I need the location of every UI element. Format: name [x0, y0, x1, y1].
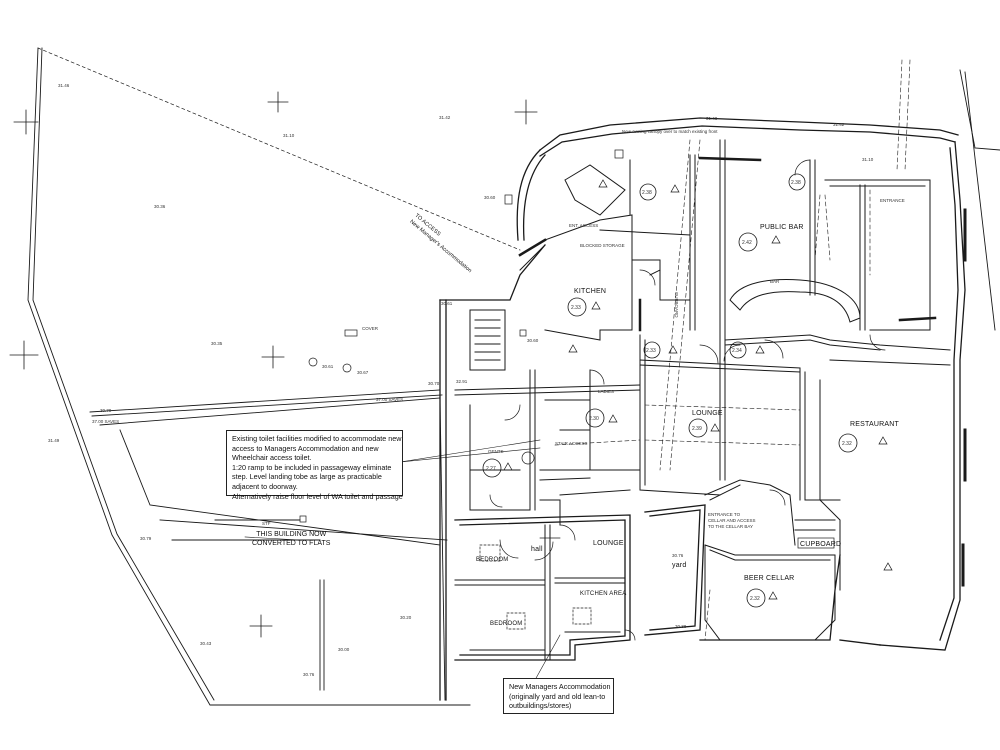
room-label-beer-cellar: BEER CELLAR — [744, 575, 795, 582]
room-label-kitchen: KITCHEN — [574, 288, 607, 295]
room-label-blocked-storage: BLOCKED STORAGE — [580, 243, 625, 248]
note-line: Alternatively raise floor level of WA to… — [232, 491, 403, 501]
note-line: New Managers Accommodation — [509, 682, 611, 691]
room-label-kitchen-area: KITCHEN AREA — [580, 591, 627, 597]
cover-label: COVER — [362, 326, 379, 331]
note-line: adjacent to doorway. — [232, 481, 298, 491]
room-number: 2.30 — [589, 416, 599, 422]
stf-label: STF — [262, 521, 271, 526]
room-label-public-bar: PUBLIC BAR — [760, 224, 804, 231]
level: 31.42 — [439, 115, 451, 120]
fixtures — [299, 149, 967, 630]
level: 37.00 SAVES — [92, 419, 120, 424]
room-number: 2.27 — [486, 466, 496, 472]
note-line: Existing toilet facilities modified to a… — [232, 434, 402, 443]
level: 37.00 SAVES — [376, 397, 404, 402]
room-number: 2.34 — [732, 348, 742, 354]
room-label-cupboard-small: CUPBOARD — [674, 292, 679, 318]
room-label-bar: BAR — [770, 279, 780, 284]
managers-accommodation-note: New Managers Accommodation (originally y… — [503, 678, 614, 714]
level-triangles — [503, 179, 893, 600]
room-number: 2.38 — [642, 190, 652, 196]
leader-lines — [244, 439, 561, 681]
cellar-entrance-text: ENTRANCE TO CELLAR AND ACCESS TO THE CEL… — [708, 512, 756, 529]
note-line: (originally yard and old lean-to — [509, 691, 606, 701]
door-swings — [489, 159, 886, 641]
level: 30.38 — [675, 624, 687, 629]
level: 30.35 — [211, 341, 223, 346]
level: 30.76 — [672, 553, 684, 558]
room-label-restaurant: RESTAURANT — [850, 421, 899, 428]
room-label-hall: hall — [531, 546, 543, 553]
room-number: 2.33 — [646, 348, 656, 354]
room-number: 2.38 — [791, 180, 801, 186]
room-label-bedroom-1: BEDROOM — [476, 557, 509, 563]
level: 30.61 — [322, 364, 334, 369]
level: 30.00 — [338, 647, 350, 652]
room-number: 2.42 — [742, 240, 752, 246]
building-walls — [439, 117, 966, 701]
level: 30.70 — [100, 408, 112, 413]
level: 31.48 — [706, 116, 718, 121]
room-label-lounge-flat: LOUNGE — [593, 540, 624, 547]
note-line: step. Level landing tobe as large as pra… — [232, 472, 382, 482]
room-number: 2.32 — [750, 596, 760, 602]
room-number: 2.39 — [692, 426, 702, 432]
dashed-lines — [554, 59, 911, 641]
note-line: 1:20 ramp to be included in passageway e… — [232, 462, 392, 472]
interior-walls — [454, 139, 951, 661]
room-label-entrance: ENTRANCE — [880, 198, 905, 203]
room-label-ent-access: ENT. ACCESS — [569, 223, 599, 228]
room-circles — [482, 173, 858, 608]
level: 31.49 — [48, 438, 60, 443]
flats-note: THIS BUILDING NOW CONVERTED TO FLATS — [252, 530, 330, 548]
level: 31.42 — [833, 122, 845, 127]
site-boundary — [27, 47, 1000, 706]
level: 30.79 — [140, 536, 152, 541]
room-label-bedroom-2: BEDROOM — [490, 621, 523, 627]
room-label-yard: yard — [672, 562, 687, 569]
level: 31.10 — [283, 133, 295, 138]
room-label-stair-access: STAIR ACCESS — [555, 441, 588, 446]
level: 30.60 — [527, 338, 539, 343]
level: 30.76 — [303, 672, 315, 677]
flats-line: THIS BUILDING NOW — [256, 531, 327, 538]
flats-lines — [89, 389, 448, 701]
new-canopy-note: New awning canopy over to match existing… — [622, 129, 718, 134]
room-label-cupboard: CUPBOARD — [800, 541, 842, 548]
toilet-modification-note: Existing toilet facilities modified to a… — [226, 430, 403, 501]
level: 31.46 — [58, 83, 70, 88]
grid-crosses — [9, 91, 538, 638]
level: 30.70 — [428, 381, 440, 386]
level: 30.20 — [400, 615, 412, 620]
level: 30.67 — [357, 370, 369, 375]
cellar-entrance-note: ENTRANCE TO CELLAR AND ACCESS TO THE CEL… — [708, 512, 756, 530]
level: 30.60 — [484, 195, 496, 200]
level: 30.36 — [154, 204, 166, 209]
room-number: 2.32 — [842, 441, 852, 447]
level: 30.43 — [200, 641, 212, 646]
room-label-gents: GENTS — [488, 449, 504, 454]
note-line: Wheelchair access toilet. — [232, 453, 312, 463]
level: 32.91 — [456, 379, 468, 384]
level: 30.61 — [441, 301, 453, 306]
note-line: access to Managers Accommodation and new — [232, 443, 379, 453]
room-label-ladies: LADIES — [598, 389, 615, 394]
note-line: outbuildings/stores) — [509, 701, 572, 711]
room-number: 2.33 — [571, 305, 581, 311]
level: 31.10 — [862, 157, 874, 162]
room-label-lounge: LOUNGE — [692, 410, 723, 417]
flats-line: CONVERTED TO FLATS — [252, 540, 331, 547]
